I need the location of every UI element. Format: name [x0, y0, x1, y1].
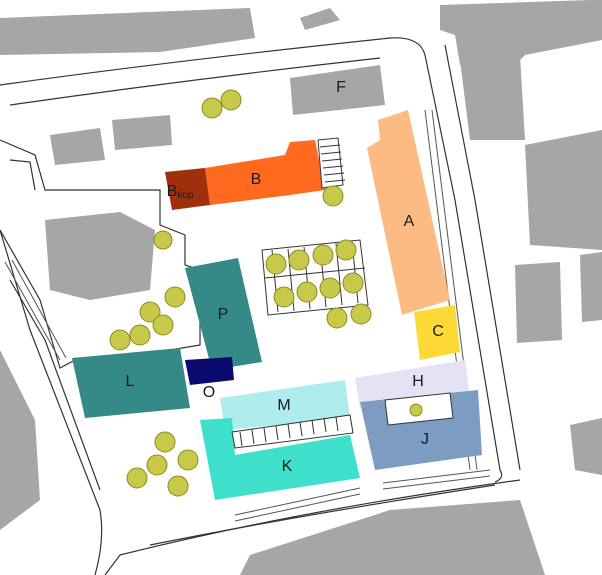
neighbor-building-bottom	[240, 500, 545, 575]
neighbor-building-house-2	[112, 115, 172, 150]
label-building-J: J	[421, 431, 429, 448]
tree	[342, 272, 364, 294]
label-building-Bkop-sub: kop	[177, 190, 194, 201]
neighbor-building-top-right	[440, 0, 602, 65]
label-building-P: P	[218, 306, 229, 323]
label-building-L: M	[277, 397, 290, 414]
tree	[201, 97, 223, 119]
label-building-Bkop-main: B	[167, 183, 178, 200]
neighbor-building-west	[45, 212, 155, 300]
tree	[265, 253, 287, 275]
tree	[409, 403, 423, 417]
label-building-H: H	[412, 373, 424, 390]
tree	[152, 314, 174, 336]
neighbor-building-right-1	[460, 55, 525, 140]
tree	[296, 281, 318, 303]
building-C[interactable]	[414, 305, 460, 360]
neighbor-building-house-1	[50, 128, 105, 165]
building-Bkop[interactable]	[165, 168, 210, 210]
label-building-F: F	[336, 79, 346, 96]
tree	[146, 454, 168, 476]
neighbor-building-right-4	[580, 252, 602, 322]
tree	[167, 475, 189, 497]
road-edge-left-inner	[9, 279, 101, 491]
tree	[322, 185, 344, 207]
road-edge-right-outer	[424, 54, 503, 483]
parking-strip-bottom-right	[382, 469, 491, 490]
tree	[220, 89, 242, 111]
label-building-A: A	[404, 213, 415, 230]
tree	[312, 244, 334, 266]
building-A[interactable]	[367, 110, 450, 315]
tree	[109, 329, 131, 351]
label-building-B: B	[251, 171, 262, 188]
parking-area-central-stalls	[264, 240, 366, 313]
tree	[350, 303, 372, 325]
trees	[109, 89, 423, 497]
building-O[interactable]	[185, 357, 234, 385]
tree	[335, 239, 357, 261]
neighbor-building-right-2	[525, 130, 602, 250]
label-building-O: O	[203, 384, 215, 401]
tree	[164, 286, 186, 308]
roads	[0, 37, 521, 575]
parking-area-B-stalls	[319, 144, 346, 183]
parking-area-B	[317, 137, 344, 189]
neighbor-building-top-mid	[300, 8, 340, 30]
neighbor-building-left-bottom	[0, 350, 40, 530]
building-P[interactable]	[185, 258, 262, 370]
campus-buildings	[72, 65, 482, 500]
neighbor-building-top-left	[0, 8, 255, 55]
tree	[139, 301, 161, 323]
label-building-Bkop: Bkop	[167, 183, 194, 200]
road-edge-bottom-outer	[104, 479, 521, 575]
parking-strip-bottom	[234, 487, 361, 522]
road-edge-top-outer	[0, 37, 426, 86]
building-L[interactable]	[220, 380, 350, 430]
parking-strip-left	[4, 259, 67, 361]
label-building-M: L	[126, 373, 135, 390]
road-edge-right-inner	[444, 44, 521, 471]
neighbor-building-right-5	[570, 418, 602, 475]
tree	[319, 277, 341, 299]
tree	[273, 286, 295, 308]
road-edge-bottom-inner	[149, 484, 496, 546]
tree	[154, 431, 176, 453]
neighbor-building-right-3	[515, 262, 562, 343]
road-edge-left-outer	[0, 229, 103, 575]
tree	[288, 249, 310, 271]
tree	[126, 467, 148, 489]
building-B[interactable]	[205, 140, 325, 205]
building-K[interactable]	[200, 418, 360, 500]
label-building-C: C	[432, 323, 444, 340]
path-line-1	[9, 159, 36, 191]
parking-area-L	[231, 414, 354, 449]
building-labels: F A C B Bkop P O L H J M K	[126, 79, 444, 475]
tree	[177, 449, 199, 471]
parking-area-L-stalls	[239, 416, 339, 447]
road-edge-top-inner	[9, 57, 381, 106]
tree	[326, 307, 348, 329]
building-F[interactable]	[290, 65, 385, 115]
tree	[153, 230, 173, 250]
building-M[interactable]	[72, 348, 190, 418]
label-building-K: K	[282, 458, 293, 475]
tree	[129, 324, 151, 346]
